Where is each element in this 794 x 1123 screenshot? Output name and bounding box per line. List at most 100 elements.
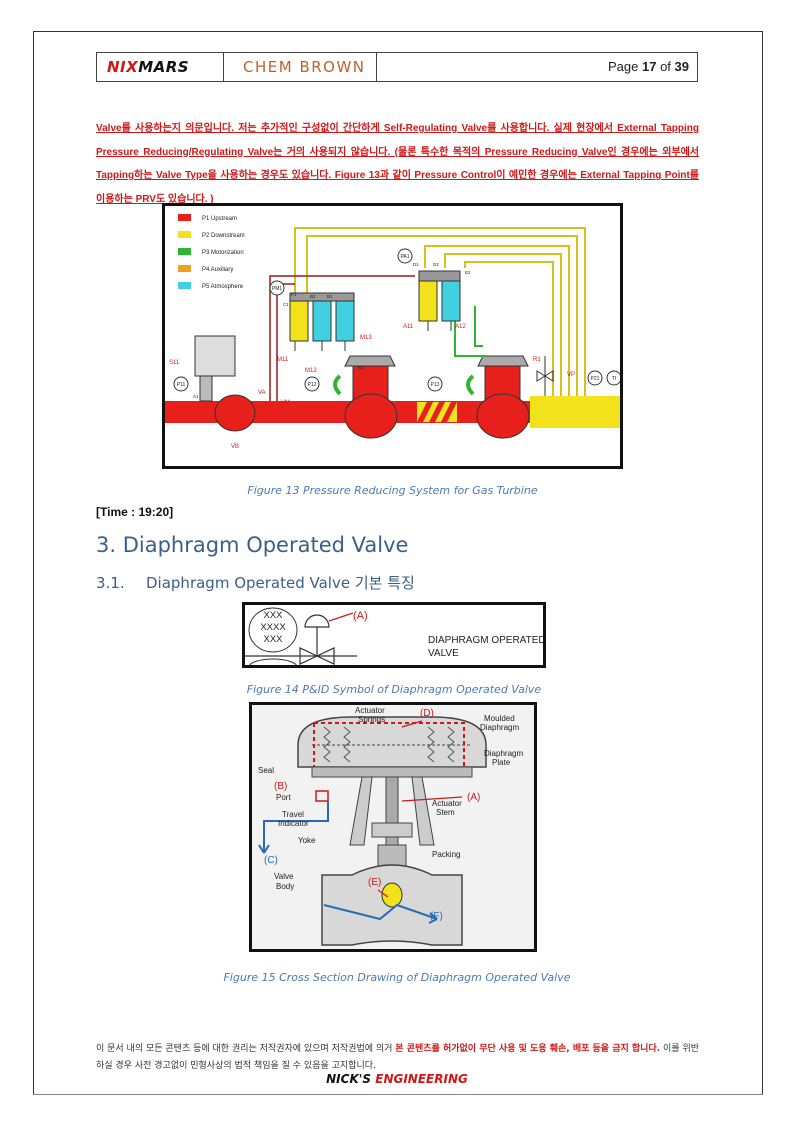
legend-swatch-p4 bbox=[178, 265, 191, 272]
label-d2: D2 bbox=[433, 262, 439, 267]
label-va: VA bbox=[258, 390, 266, 396]
page-number: Page 17 of 39 bbox=[608, 59, 689, 74]
actuator-housing bbox=[297, 716, 487, 768]
label-b2: B2 bbox=[310, 294, 316, 299]
signal-arrow bbox=[263, 801, 329, 853]
logo-mars-text: MARS bbox=[138, 58, 190, 76]
section-heading: 3. Diaphragm Operated Valve bbox=[96, 533, 409, 557]
copyright-notice: 이 문서 내의 모든 콘텐츠 등에 대한 권리는 저작권자에 있으며 저작권법에… bbox=[96, 1041, 699, 1075]
label-p12: P12 bbox=[308, 382, 317, 388]
label-ti: TI bbox=[612, 376, 616, 382]
brand-nick: NICK'S bbox=[326, 1072, 376, 1086]
paragraph-segment-2: (물론 특수한 목적의 Pressure Reducing Valve인 경우에… bbox=[96, 146, 700, 205]
label-a11: A11 bbox=[403, 324, 414, 330]
label-diaphragm: Diaphragm bbox=[480, 723, 519, 732]
label-c1: C1 bbox=[283, 302, 289, 307]
relief-valve-symbol bbox=[536, 356, 554, 396]
label-travel: Travel bbox=[282, 810, 304, 819]
label-p21: P21 bbox=[591, 376, 600, 382]
chem-brown-logo: CHEM BROWN bbox=[243, 58, 366, 76]
figure-14-caption: Figure 14 P&ID Symbol of Diaphragm Opera… bbox=[246, 683, 542, 696]
symbol-title-1: DIAPHRAGM OPERATED bbox=[428, 635, 543, 646]
instrument-bubble-lower bbox=[249, 658, 297, 665]
brand-engineering: ENGINEERING bbox=[375, 1072, 468, 1086]
monitor-valve-cover bbox=[477, 355, 529, 367]
springs bbox=[323, 726, 455, 763]
callout-e: (E) bbox=[368, 877, 381, 888]
label-m13: M13 bbox=[360, 335, 372, 341]
label-yoke: Yoke bbox=[298, 836, 316, 845]
callout-a: (A) bbox=[467, 792, 480, 803]
tag-line-3: XXX bbox=[263, 634, 283, 645]
copyright-text-2: 이를 위반 하실 경우 사전 경고없이 민형사상의 법적 책임을 질 수 있음을… bbox=[96, 1044, 700, 1071]
slam-shut-stem bbox=[199, 375, 213, 402]
legend-swatch-p5 bbox=[178, 282, 191, 289]
label-b1: B1 bbox=[327, 294, 333, 299]
downstream-pipe bbox=[530, 396, 620, 428]
legend: P1 Upstream P2 Downstream P3 Motorizatio… bbox=[178, 214, 245, 290]
pilot-group-2 bbox=[418, 270, 461, 331]
subsection-title: Diaphragm Operated Valve 기본 특징 bbox=[146, 574, 415, 592]
callout-arrow-a bbox=[328, 612, 354, 622]
symbol-title-2: VALVE bbox=[428, 648, 459, 659]
cross-section-svg: Actuator Springs Moulded Diaphragm Diaph… bbox=[252, 705, 534, 949]
pid-symbol-svg: XXX XXXX XXX (A) DIAPHRAGM OPERATED VALV… bbox=[245, 607, 543, 665]
label-a12: A12 bbox=[455, 324, 466, 330]
legend-p4: P4 Auxiliary bbox=[202, 267, 233, 273]
footer-divider bbox=[33, 1094, 763, 1095]
legend-swatch-p1 bbox=[178, 214, 191, 221]
figure-14-pid-symbol: XXX XXXX XXX (A) DIAPHRAGM OPERATED VALV… bbox=[242, 602, 546, 668]
main-valve-cover bbox=[344, 355, 396, 367]
label-p1: P1 bbox=[291, 292, 297, 297]
label-pm1: PM1 bbox=[272, 286, 283, 292]
callout-c: (C) bbox=[264, 855, 278, 866]
label-m11: M11 bbox=[277, 357, 289, 363]
label-s11: S11 bbox=[169, 360, 180, 366]
label-moulded: Moulded bbox=[484, 714, 515, 723]
label-vm: VM bbox=[281, 400, 290, 406]
callout-d: (D) bbox=[420, 708, 434, 719]
downstream-lines bbox=[294, 227, 586, 396]
monitor-valve-body bbox=[476, 393, 530, 439]
label-stem: Stem bbox=[436, 808, 455, 817]
callout-f: (F) bbox=[430, 911, 443, 922]
label-springs: Springs bbox=[358, 715, 385, 724]
time-note: [Time : 19:20] bbox=[96, 505, 174, 519]
pressure-system-svg: P1 Upstream P2 Downstream P3 Motorizatio… bbox=[165, 214, 620, 450]
label-p11: P11 bbox=[177, 382, 186, 388]
footer-brand: NICK'S ENGINEERING bbox=[0, 1072, 794, 1086]
label-port: Port bbox=[276, 793, 291, 802]
pilot-group-1 bbox=[289, 292, 355, 351]
callout-box-b bbox=[315, 790, 329, 802]
legend-p1: P1 Upstream bbox=[202, 216, 237, 222]
valve-symbol bbox=[299, 647, 335, 665]
label-plate: Plate bbox=[492, 758, 511, 767]
nixmars-logo: NIXMARS bbox=[107, 58, 189, 76]
label-pa1: PA1 bbox=[400, 254, 409, 260]
subsection-heading: 3.1.Diaphragm Operated Valve 기본 특징 bbox=[96, 572, 415, 593]
label-vp: VP bbox=[567, 372, 575, 378]
header-divider bbox=[223, 53, 224, 81]
diaphragm-actuator-symbol bbox=[304, 614, 330, 628]
logo-nix-text: NIX bbox=[107, 58, 139, 76]
hazard-stripe bbox=[417, 402, 457, 422]
copyright-text-1: 이 문서 내의 모든 콘텐츠 등에 대한 권리는 저작권자에 있으며 저작권법에… bbox=[96, 1044, 396, 1054]
label-actuator: Actuator bbox=[355, 706, 385, 715]
label-d1: D1 bbox=[413, 262, 419, 267]
page-current: 17 bbox=[641, 59, 657, 74]
safety-valve-body bbox=[214, 394, 256, 432]
stem-connector bbox=[371, 822, 413, 838]
label-diaphragm-plate-1: Diaphragm bbox=[484, 749, 523, 758]
legend-swatch-p2 bbox=[178, 231, 191, 238]
gauges bbox=[173, 248, 620, 392]
tag-line-2: XXXX bbox=[260, 622, 286, 633]
copyright-warning: 본 콘텐츠를 허가없이 무단 사용 및 도용 훼손, 배포 등을 금지 합니다. bbox=[395, 1044, 661, 1054]
label-e2: E2 bbox=[465, 270, 471, 275]
label-actuator-stem-1: Actuator bbox=[432, 799, 462, 808]
label-r1: R1 bbox=[533, 357, 541, 363]
page-label: Page bbox=[607, 59, 639, 74]
header-divider bbox=[376, 53, 377, 81]
figure-15-cross-section: Actuator Springs Moulded Diaphragm Diaph… bbox=[249, 702, 537, 952]
callout-a: (A) bbox=[353, 610, 368, 622]
slam-shut-actuator bbox=[194, 335, 236, 377]
